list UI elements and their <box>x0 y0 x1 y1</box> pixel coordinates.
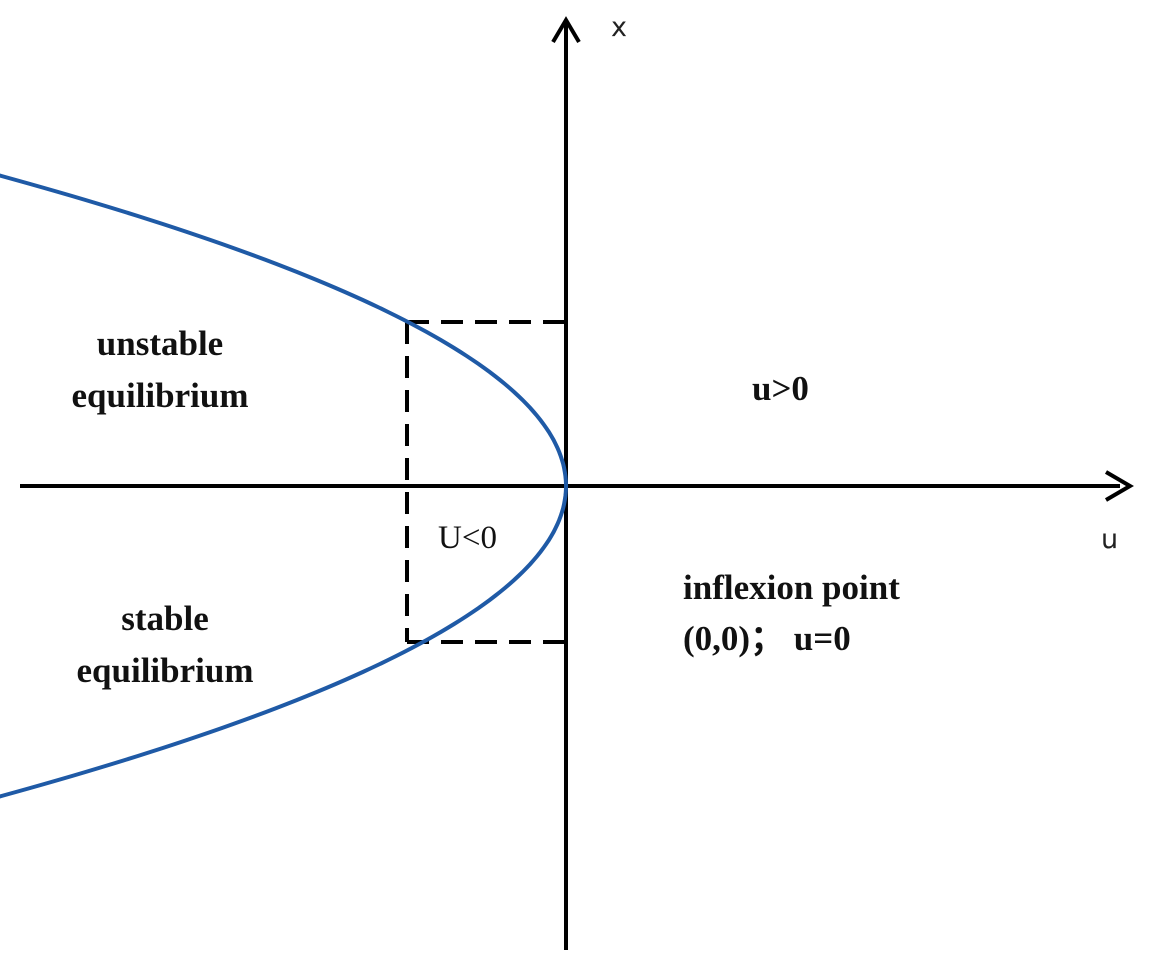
stable-label-line2: equilibrium <box>77 651 254 690</box>
inflexion-label-line2: (0,0)； u=0 <box>683 619 851 658</box>
x-axis-arrowhead <box>551 16 581 44</box>
stable-label-line1: stable <box>121 599 209 638</box>
u-positive-label: u>0 <box>752 369 809 408</box>
y-axis-label: x <box>611 12 627 43</box>
inflexion-label-line1: inflexion point <box>683 568 900 607</box>
u-axis-arrowhead <box>1104 470 1134 502</box>
u-negative-label: U<0 <box>438 520 497 556</box>
unstable-label-line1: unstable <box>97 324 223 363</box>
unstable-label-line2: equilibrium <box>72 376 249 415</box>
x-axis-label: u <box>1101 524 1118 555</box>
equilibrium-curve <box>0 173 568 799</box>
